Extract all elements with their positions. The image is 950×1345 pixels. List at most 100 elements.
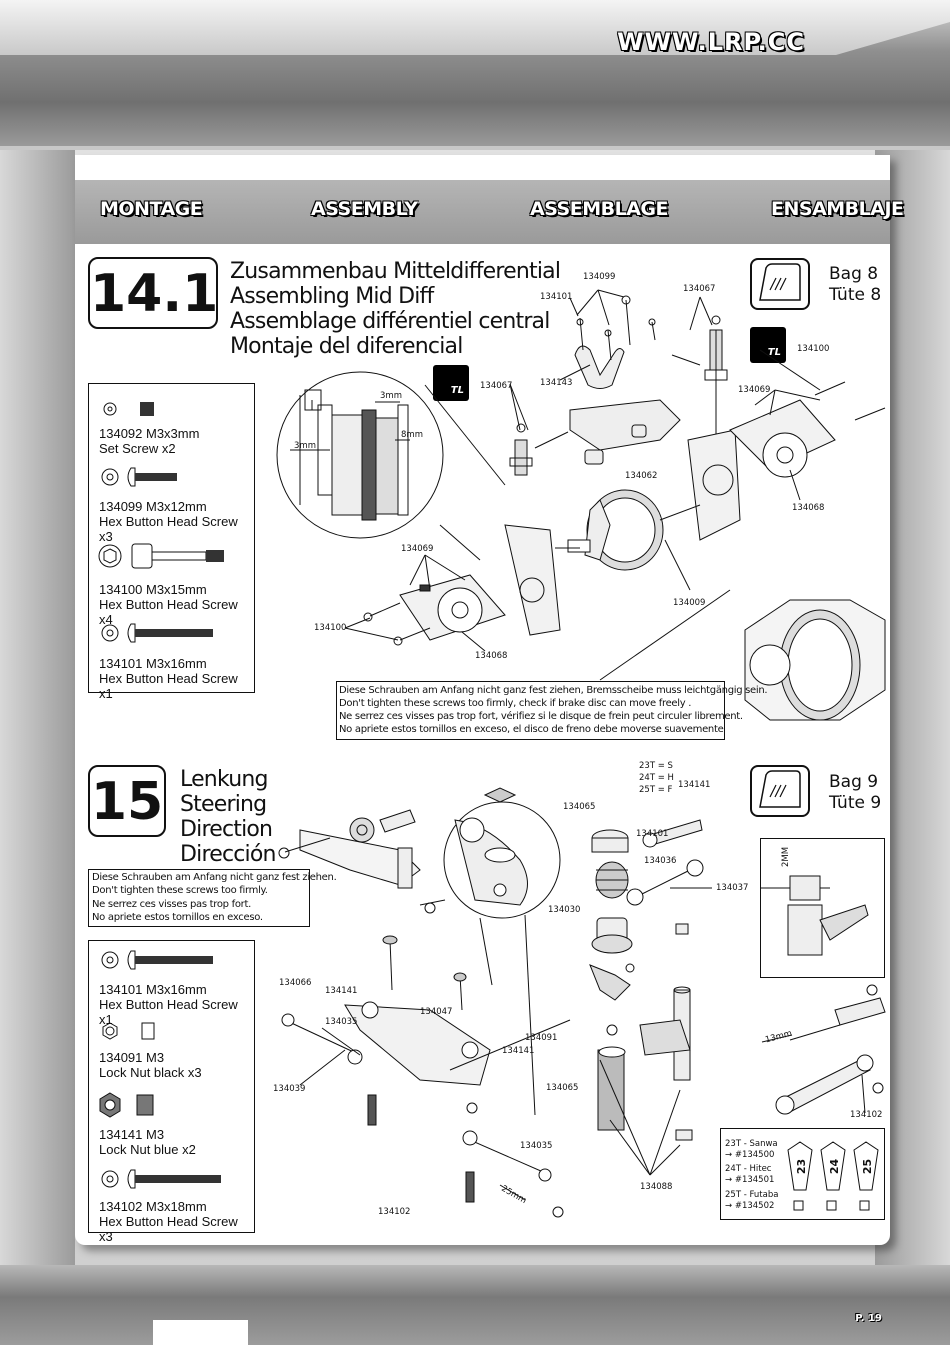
note-es: No apriete estos tornillos en exceso, el… — [339, 724, 724, 735]
part-label: 134068 — [792, 503, 825, 513]
part-desc: Hex Button Head Screw x3 — [99, 514, 238, 544]
step-number-15: 15 — [88, 765, 166, 837]
part-desc: Lock Nut black x3 — [99, 1065, 202, 1080]
servo-brand: 24T - Hitec — [725, 1164, 772, 1174]
part-code: 134100 M3x15mm — [99, 582, 207, 597]
title-ensamblaje: ENSAMBLAJE — [771, 198, 904, 220]
servo-brand: 25T - Futaba — [725, 1190, 779, 1200]
step15-title-de: Lenkung — [180, 767, 268, 792]
title-assemblage: ASSEMBLAGE — [530, 198, 668, 220]
part-desc: Lock Nut blue x2 — [99, 1142, 196, 1157]
bag-9-en: Tüte 9 — [829, 793, 882, 813]
bag-8-de: Bag 8 — [829, 264, 879, 284]
horn-23: 23 — [795, 1158, 809, 1175]
title-assembly: ASSEMBLY — [311, 198, 418, 220]
servo-spline-label: 23T = S — [639, 761, 673, 771]
horn-25: 25 — [861, 1158, 875, 1175]
servo-brand: 23T - Sanwa — [725, 1139, 778, 1149]
part-label: 134067 — [480, 381, 513, 391]
bag-9-de: Bag 9 — [829, 772, 879, 792]
part-label: 134101 — [636, 829, 669, 839]
part-label: 134143 — [540, 378, 573, 388]
part-label: 134069 — [738, 385, 771, 395]
step15-title-fr: Direction — [180, 817, 273, 842]
header-band — [0, 0, 950, 150]
part-label: 134066 — [279, 978, 312, 988]
part-desc: Hex Button Head Screw x3 — [99, 1214, 238, 1244]
note-fr: Ne serrez ces visses pas trop fort. — [92, 899, 251, 910]
part-label: 134141 — [325, 986, 358, 996]
part-label: 134065 — [546, 1083, 579, 1093]
step14-title-de: Zusammenbau Mitteldifferential — [230, 259, 561, 284]
part-label: 134091 — [525, 1033, 558, 1043]
footer-white-strip — [153, 1320, 248, 1345]
part-label: 134100 — [314, 623, 347, 633]
section-title-bar: MONTAGE ASSEMBLY ASSEMBLAGE ENSAMBLAJE — [75, 180, 904, 244]
step-number-14-1: 14.1 — [88, 257, 218, 329]
horn-24: 24 — [828, 1158, 842, 1175]
servo-inset-box — [760, 838, 885, 978]
part-label: 134069 — [401, 544, 434, 554]
part-code: 134141 M3 — [99, 1127, 165, 1142]
servo-horn-table — [720, 1128, 885, 1220]
part-code: 134099 M3x12mm — [99, 499, 207, 514]
part-label: 134100 — [797, 344, 830, 354]
servo-part-no: → #134501 — [725, 1175, 775, 1185]
dimension-label: 8mm — [401, 430, 423, 440]
step14-title-en: Assembling Mid Diff — [230, 284, 434, 309]
part-label: 134062 — [625, 471, 658, 481]
threadlock-icon: TL — [750, 327, 786, 363]
title-montage: MONTAGE — [100, 198, 203, 220]
part-code: 134102 M3x18mm — [99, 1199, 207, 1214]
part-label: 134037 — [716, 883, 749, 893]
bag-icon — [750, 765, 810, 817]
dimension-label: 3mm — [380, 391, 402, 401]
part-label: 134035 — [520, 1141, 553, 1151]
left-margin — [0, 150, 75, 1270]
dimension-label: 2MM — [781, 846, 792, 868]
part-code: 134101 M3x16mm — [99, 656, 207, 671]
step14-title-fr: Assemblage différentiel central — [230, 309, 550, 334]
part-label: 134039 — [273, 1084, 306, 1094]
page-number: P. 19 — [855, 1313, 882, 1324]
part-label: 134141 — [502, 1046, 535, 1056]
part-label: 134047 — [420, 1007, 453, 1017]
servo-spline-label: 24T = H — [639, 773, 674, 783]
parts-list-14: 134092 M3x3mm Set Screw x2 134099 M3x12m… — [88, 383, 255, 701]
bag-icon — [750, 258, 810, 310]
note-box-15 — [88, 869, 310, 927]
note-box-14 — [336, 681, 725, 740]
part-label: 134088 — [640, 1182, 673, 1192]
part-code: 134101 M3x16mm — [99, 982, 207, 997]
part-label: 134068 — [475, 651, 508, 661]
part-code: 134091 M3 — [99, 1050, 165, 1065]
dimension-label: 3mm — [294, 441, 316, 451]
parts-list-15: 134101 M3x16mm Hex Button Head Screw x1 … — [88, 940, 255, 1244]
step14-title-es: Montaje del diferencial — [230, 334, 463, 359]
servo-part-no: → #134500 — [725, 1150, 775, 1160]
note-en: Don't tighten these screws too firmly. — [92, 885, 268, 896]
part-label: 134036 — [644, 856, 677, 866]
servo-part-no: → #134502 — [725, 1201, 775, 1211]
part-label: 134065 — [563, 802, 596, 812]
part-label: 134101 — [540, 292, 573, 302]
part-label: 134009 — [673, 598, 706, 608]
part-label: 134141 — [678, 780, 711, 790]
website-url[interactable]: WWW.LRP.CC — [617, 28, 805, 56]
step15-title-es: Dirección — [180, 842, 276, 867]
bag-8-en: Tüte 8 — [829, 285, 882, 305]
note-de: Diese Schrauben am Anfang nicht ganz fes… — [339, 685, 768, 696]
note-es: No apriete estos tornillos en exceso. — [92, 912, 263, 923]
part-label: 134030 — [548, 905, 581, 915]
note-en: Don't tighten these screws too firmly, c… — [339, 698, 692, 709]
part-label: 134067 — [683, 284, 716, 294]
part-desc: Hex Button Head Screw x1 — [99, 997, 238, 1027]
step15-title-en: Steering — [180, 792, 267, 817]
note-fr: Ne serrez ces visses pas trop fort, véri… — [339, 711, 743, 722]
part-label: 134035 — [325, 1017, 358, 1027]
part-label: 134102 — [378, 1207, 411, 1217]
part-desc: Hex Button Head Screw x1 — [99, 671, 238, 701]
part-label: 134099 — [583, 272, 616, 282]
